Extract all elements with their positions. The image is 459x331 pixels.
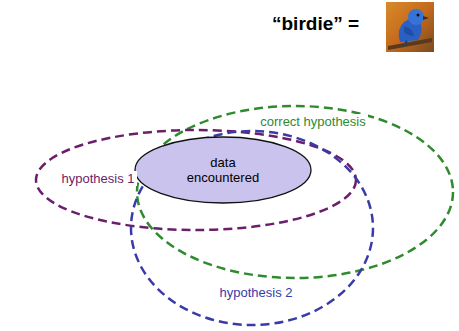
data-ellipse: data encountered <box>132 134 314 206</box>
bird-photo <box>386 2 434 52</box>
ellipse-label: hypothesis 1 <box>60 171 137 186</box>
diagram-title: “birdie” = <box>272 13 359 35</box>
ellipse-label: correct hypothesis <box>258 114 368 129</box>
ellipse-label: data encountered <box>176 155 270 185</box>
ellipse-label: hypothesis 2 <box>218 285 295 300</box>
